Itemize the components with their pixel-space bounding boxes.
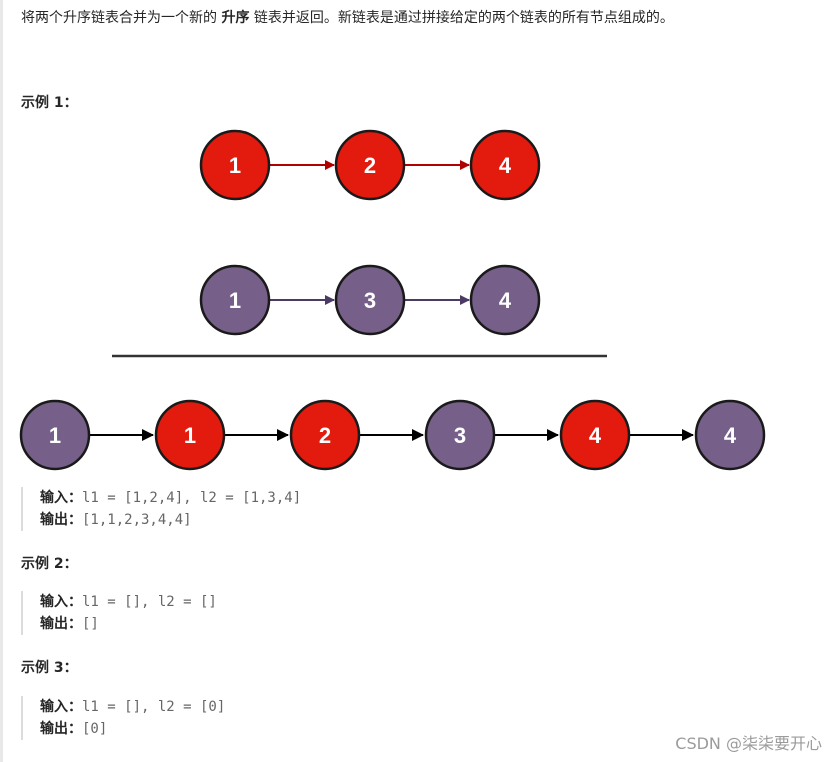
example-3-output: 输出：[0] [40,718,225,740]
merged-node-5-label: 4 [589,423,602,448]
merged-node-6: 4 [694,399,766,471]
merged-node-3: 2 [289,399,361,471]
intro-text-after: 链表并返回。新链表是通过拼接给定的两个链表的所有节点组成的。 [249,10,674,26]
example-3-code: 输入：l1 = [], l2 = [0] 输出：[0] [21,696,225,740]
example-1-title: 示例 1： [21,95,78,111]
merge-diagram: 1 2 4 1 3 4 1 1 2 3 [19,129,766,471]
intro-bold-keyword: 升序 [221,10,250,26]
merged-node-4-label: 3 [454,423,466,448]
merged-node-4: 3 [424,399,496,471]
input-label: 输入： [40,490,82,506]
list1-node-3: 4 [469,129,541,201]
list2-node-2-label: 3 [364,288,376,313]
merged-node-2: 1 [154,399,226,471]
csdn-watermark: CSDN @柒柒要开心 [675,734,822,753]
input-label: 输入： [40,594,82,610]
list2-node-3-label: 4 [499,288,512,313]
example-1-code: 输入：l1 = [1,2,4], l2 = [1,3,4] 输出：[1,1,2,… [21,487,301,531]
list1-node-2-label: 2 [364,153,376,178]
merged-node-1: 1 [19,399,91,471]
merged-node-6-label: 4 [724,423,737,448]
list1-node-2: 2 [334,129,406,201]
example-2-title: 示例 2： [21,556,78,572]
merged-node-5: 4 [559,399,631,471]
example-2-output: 输出：[] [40,613,217,635]
output-label: 输出： [40,721,82,737]
output-label: 输出： [40,616,82,632]
list2-node-1-label: 1 [229,288,241,313]
merged-node-1-label: 1 [49,423,61,448]
example-2-input: 输入：l1 = [], l2 = [] [40,591,217,613]
list2-node-3: 4 [469,264,541,336]
list2-node-1: 1 [199,264,271,336]
example-3-input: 输入：l1 = [], l2 = [0] [40,696,225,718]
input-label: 输入： [40,699,82,715]
intro-text-before: 将两个升序链表合并为一个新的 [21,10,222,26]
example-1-output: 输出：[1,1,2,3,4,4] [40,509,301,531]
list1-node-1: 1 [199,129,271,201]
merged-node-3-label: 2 [319,423,331,448]
example-1-input: 输入：l1 = [1,2,4], l2 = [1,3,4] [40,487,301,509]
output-value: [] [82,616,99,632]
list1-node-1-label: 1 [229,153,241,178]
merged-node-2-label: 1 [184,423,196,448]
output-label: 输出： [40,512,82,528]
input-value: l1 = [1,2,4], l2 = [1,3,4] [82,490,302,506]
left-border [0,0,3,762]
input-value: l1 = [], l2 = [] [82,594,217,610]
list1-node-3-label: 4 [499,153,512,178]
input-value: l1 = [], l2 = [0] [82,699,226,715]
example-3-title: 示例 3： [21,660,78,676]
output-value: [1,1,2,3,4,4] [82,512,192,528]
output-value: [0] [82,721,108,737]
example-2-code: 输入：l1 = [], l2 = [] 输出：[] [21,591,217,635]
problem-description: 将两个升序链表合并为一个新的 升序 链表并返回。新链表是通过拼接给定的两个链表的… [21,8,674,28]
list2-node-2: 3 [334,264,406,336]
